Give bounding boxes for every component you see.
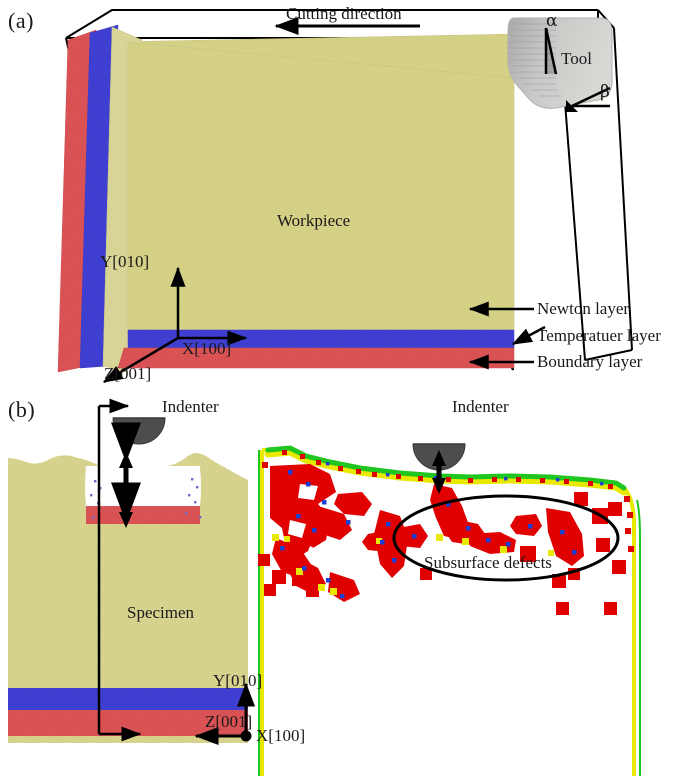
layer-callout-leaders (468, 301, 546, 370)
panel-b-axis-z-label: Z[001] (205, 712, 253, 731)
indenter-left-label: Indenter (162, 397, 219, 416)
defect-cluster-central (362, 484, 622, 588)
panel-b-axis-y-label: Y[010] (213, 671, 263, 690)
tool-label: Tool (561, 49, 592, 68)
panel-a-label: (a) (8, 8, 34, 33)
panel-b-axes (194, 682, 255, 745)
panel-b-label: (b) (8, 397, 36, 422)
panel-a-axis-z-label: Z[001] (104, 364, 152, 383)
boundary-layer-label: Boundary layer (537, 352, 643, 371)
defect-cluster-left (258, 464, 408, 602)
cutting-direction-label: Cutting direction (286, 4, 402, 23)
beta-angle-label: β (600, 82, 610, 102)
rake-angle-alpha-marker (544, 27, 558, 75)
panel-a-axis-y-label: Y[010] (100, 252, 150, 271)
indent-depth-arrow-right (432, 450, 446, 494)
scattered-point-defects (262, 462, 626, 615)
specimen-groove (85, 466, 202, 524)
specimen-label: Specimen (127, 603, 195, 622)
panel-a-graphic (57, 9, 633, 384)
indenter-left (112, 417, 166, 445)
subsurface-defects-label: Subsurface defects (424, 553, 552, 572)
panel-a-axis-x-label: X[100] (182, 339, 232, 358)
boundary-layer-bottom-band (117, 347, 515, 369)
temperature-layer-leader (511, 325, 546, 346)
newton-layer-label: Newton layer (537, 299, 630, 318)
panel-b-graphic (8, 398, 641, 776)
specimen-temperature-layer (8, 688, 248, 710)
alpha-angle-label: α (546, 11, 558, 31)
clearance-angle-beta-marker (566, 86, 611, 112)
workpiece-label: Workpiece (277, 211, 351, 230)
defect-domain-boundary-green (258, 450, 641, 776)
subsurface-defects-ellipse (392, 494, 620, 582)
axis-z-arrow (102, 336, 179, 384)
right-surface-atom-band (624, 496, 634, 552)
workpiece-front-face (117, 41, 515, 369)
tool-body (507, 17, 613, 109)
panel-b-axis-x-out-of-page-dot (240, 730, 252, 742)
indenter-right-label: Indenter (452, 397, 509, 416)
indent-depth-arrow-left (111, 422, 141, 528)
temperature-layer-label: Temperatuer layer (537, 326, 661, 345)
panel-b-axis-x-label: X[100] (256, 726, 306, 745)
specimen-reference-line (97, 398, 142, 742)
panel-a-axes (102, 266, 248, 384)
